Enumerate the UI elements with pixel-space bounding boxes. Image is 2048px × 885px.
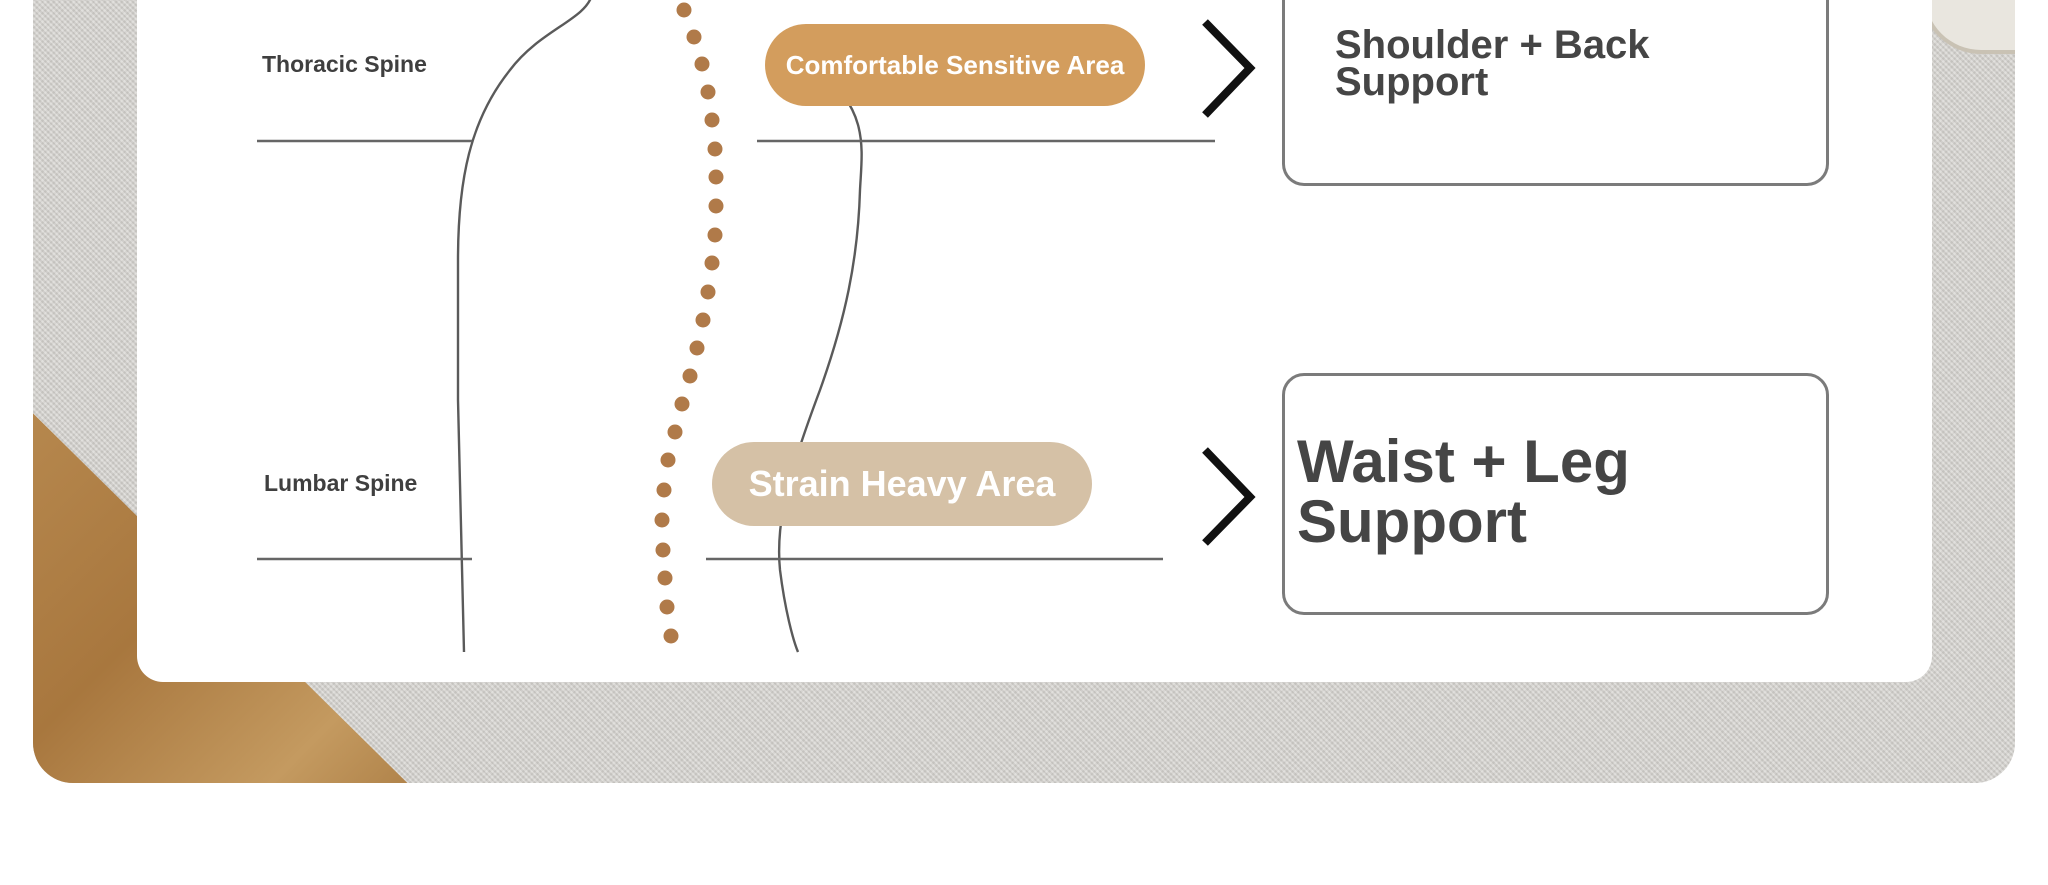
strain-heavy-area-badge: Strain Heavy Area — [712, 442, 1092, 526]
spine-dots — [654, 2, 724, 644]
lower-area-text: Strain Heavy Area — [748, 463, 1056, 504]
lower-support-title: Waist + Leg Support — [1297, 428, 1630, 555]
thoracic-spine-label: Thoracic Spine — [262, 51, 427, 77]
upper-area-text: Comfortable Sensitive Area — [785, 49, 1125, 80]
back-outline — [456, 0, 592, 653]
chevron-right-icon — [1202, 447, 1256, 546]
front-outline — [777, 69, 863, 653]
waist-leg-support-box: Waist + Leg Support — [1282, 373, 1829, 615]
chevron-right-icon — [1202, 19, 1256, 118]
lumbar-spine-label: Lumbar Spine — [264, 470, 418, 496]
comfortable-sensitive-area-badge: Comfortable Sensitive Area — [765, 24, 1145, 106]
upper-support-title: Shoulder + Back Support — [1335, 23, 1650, 104]
shoulder-back-support-box: Shoulder + Back Support — [1282, 0, 1829, 186]
